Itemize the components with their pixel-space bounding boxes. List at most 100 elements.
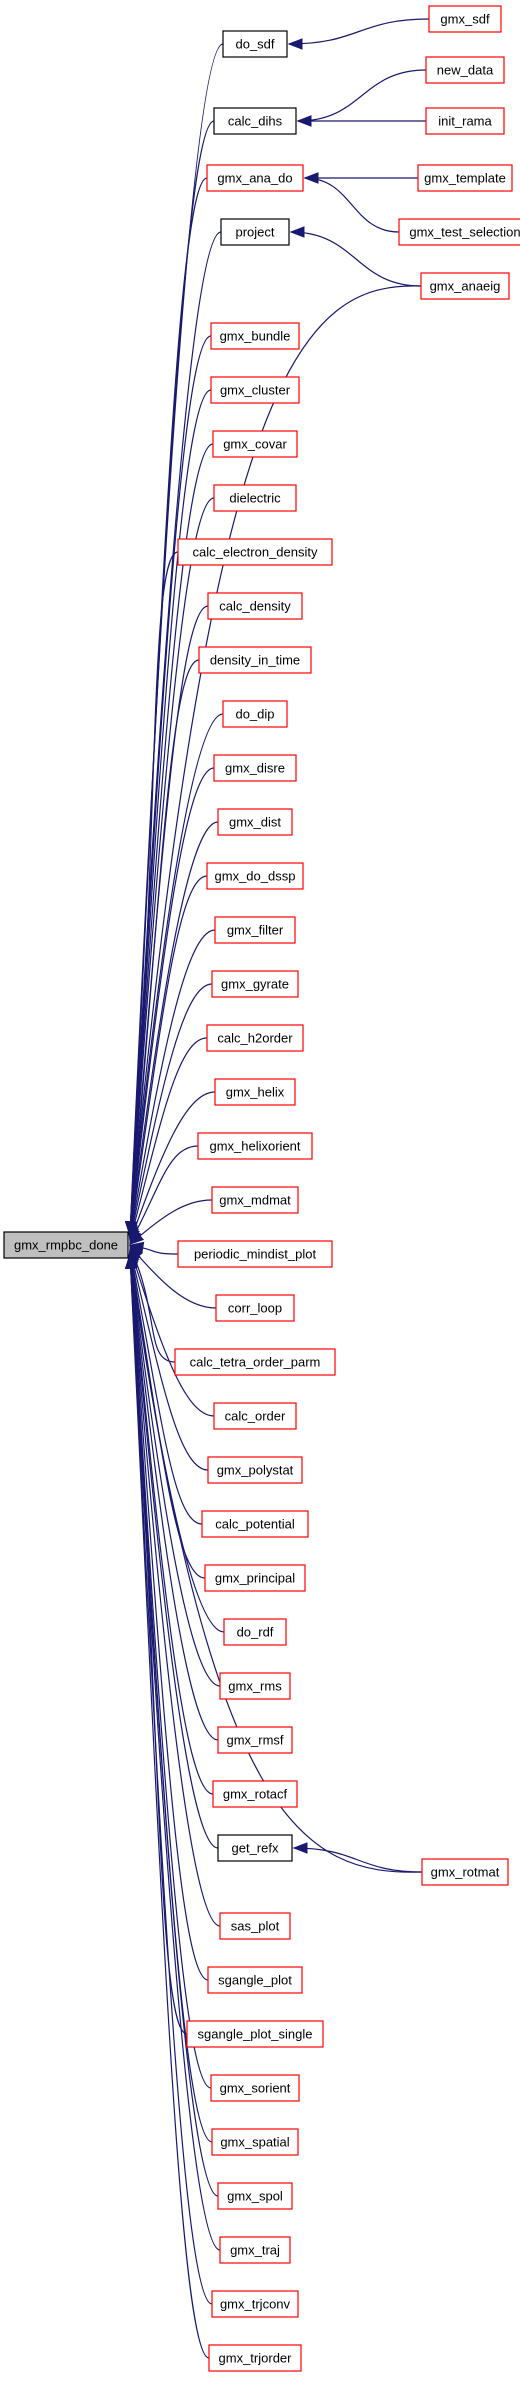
edge-line — [129, 1247, 176, 1363]
node-box — [213, 1402, 297, 1430]
node-calc_h2order[interactable]: calc_h2order — [206, 1024, 304, 1052]
edge-line — [129, 875, 208, 1238]
edge-arrowhead — [124, 1253, 137, 1269]
node-label: new_data — [437, 63, 494, 78]
edge-line — [129, 1037, 208, 1242]
edge-line — [129, 177, 208, 1236]
node-calc_tetra_order_parm[interactable]: calc_tetra_order_parm — [174, 1348, 336, 1376]
edge-gmx_anaeig-to-project — [289, 226, 422, 287]
node-label: calc_order — [225, 1409, 286, 1424]
edge-line — [129, 1254, 221, 2251]
node-gmx_gyrate[interactable]: gmx_gyrate — [211, 970, 299, 998]
node-label: gmx_spol — [227, 2189, 283, 2204]
edge-line — [129, 929, 216, 1239]
node-label: gmx_traj — [230, 2243, 280, 2258]
node-do_dip[interactable]: do_dip — [222, 700, 288, 728]
node-box — [222, 700, 288, 728]
node-label: corr_loop — [228, 1301, 282, 1316]
node-label: gmx_rotmat — [431, 1865, 500, 1880]
edge-line — [129, 1254, 209, 1981]
node-box — [211, 970, 299, 998]
node-gmx_test_selection[interactable]: gmx_test_selection — [398, 218, 520, 246]
node-gmx_trjconv[interactable]: gmx_trjconv — [211, 2290, 299, 2318]
edge-gmx_template-to-gmx_ana_do — [303, 172, 418, 184]
node-label: gmx_sorient — [220, 2081, 291, 2096]
node-label: gmx_sdf — [440, 12, 490, 27]
node-gmx_trjorder[interactable]: gmx_trjorder — [208, 2344, 302, 2372]
node-calc_density[interactable]: calc_density — [207, 592, 303, 620]
node-gmx_spatial[interactable]: gmx_spatial — [211, 2128, 299, 2156]
node-init_rama[interactable]: init_rama — [425, 107, 505, 135]
node-gmx_sorient[interactable]: gmx_sorient — [210, 2074, 300, 2102]
node-box — [177, 538, 333, 566]
node-do_sdf[interactable]: do_sdf — [222, 30, 288, 58]
node-gmx_traj[interactable]: gmx_traj — [219, 2236, 291, 2264]
node-box — [217, 808, 293, 836]
node-gmx_template[interactable]: gmx_template — [417, 164, 513, 192]
node-gmx_rotmat[interactable]: gmx_rotmat — [421, 1858, 509, 1886]
edge-line — [129, 551, 179, 1236]
node-gmx_ana_do[interactable]: gmx_ana_do — [206, 164, 304, 192]
node-gmx_filter[interactable]: gmx_filter — [214, 916, 296, 944]
node-gmx_sdf[interactable]: gmx_sdf — [428, 5, 502, 33]
node-label: gmx_ana_do — [217, 171, 292, 186]
node-box — [398, 218, 520, 246]
node-corr_loop[interactable]: corr_loop — [215, 1294, 295, 1322]
node-sas_plot[interactable]: sas_plot — [219, 1912, 291, 1940]
node-box — [212, 430, 298, 458]
node-gmx_helixorient[interactable]: gmx_helixorient — [197, 1132, 313, 1160]
edge-gmx_trjorder-to-gmx_rmpbc_done — [124, 1253, 210, 2359]
node-calc_order[interactable]: calc_order — [213, 1402, 297, 1430]
node-box — [206, 164, 304, 192]
node-gmx_disre[interactable]: gmx_disre — [213, 754, 297, 782]
node-box — [219, 1672, 291, 1700]
node-gmx_polystat[interactable]: gmx_polystat — [207, 1456, 303, 1484]
node-sgangle_plot[interactable]: sgangle_plot — [207, 1966, 303, 1994]
node-get_refx[interactable]: get_refx — [217, 1834, 293, 1862]
node-label: gmx_mdmat — [219, 1193, 291, 1208]
node-box — [217, 1834, 293, 1862]
node-gmx_rms[interactable]: gmx_rms — [219, 1672, 291, 1700]
edge-line — [129, 1254, 210, 2359]
node-gmx_rotacf[interactable]: gmx_rotacf — [212, 1780, 298, 1808]
node-gmx_spol[interactable]: gmx_spol — [217, 2182, 293, 2210]
node-label: do_sdf — [235, 37, 274, 52]
node-periodic_mindist_plot[interactable]: periodic_mindist_plot — [177, 1240, 333, 1268]
edge-arrowhead — [296, 115, 312, 127]
edge-line — [290, 231, 422, 287]
node-label: calc_h2order — [217, 1031, 293, 1046]
node-calc_electron_density[interactable]: calc_electron_density — [177, 538, 333, 566]
node-density_in_time[interactable]: density_in_time — [198, 646, 312, 674]
node-gmx_covar[interactable]: gmx_covar — [212, 430, 298, 458]
node-label: gmx_rmsf — [226, 1733, 283, 1748]
node-box — [206, 862, 304, 890]
node-do_rdf[interactable]: do_rdf — [223, 1618, 287, 1646]
node-box — [177, 1240, 333, 1268]
node-gmx_cluster[interactable]: gmx_cluster — [210, 376, 300, 404]
node-gmx_rmsf[interactable]: gmx_rmsf — [217, 1726, 293, 1754]
edge-arrowhead — [292, 1842, 308, 1854]
node-label: calc_tetra_order_parm — [190, 1355, 321, 1370]
node-label: gmx_polystat — [217, 1463, 294, 1478]
node-gmx_dist[interactable]: gmx_dist — [217, 808, 293, 836]
node-gmx_mdmat[interactable]: gmx_mdmat — [211, 1186, 299, 1214]
node-project[interactable]: project — [220, 218, 290, 246]
node-dielectric[interactable]: dielectric — [213, 484, 297, 512]
node-gmx_do_dssp[interactable]: gmx_do_dssp — [206, 862, 304, 890]
edge-line — [129, 1251, 206, 1579]
node-new_data[interactable]: new_data — [425, 56, 505, 84]
node-label: gmx_test_selection — [409, 225, 520, 240]
node-label: project — [235, 225, 274, 240]
edge-line — [129, 659, 200, 1236]
node-box — [206, 1024, 304, 1052]
node-box — [223, 1618, 287, 1646]
node-gmx_anaeig[interactable]: gmx_anaeig — [420, 272, 510, 300]
node-gmx_bundle[interactable]: gmx_bundle — [210, 322, 300, 350]
node-gmx_principal[interactable]: gmx_principal — [204, 1564, 306, 1592]
node-box — [201, 1510, 309, 1538]
node-calc_dihs[interactable]: calc_dihs — [213, 107, 297, 135]
node-gmx_helix[interactable]: gmx_helix — [214, 1078, 296, 1106]
node-sgangle_plot_single[interactable]: sgangle_plot_single — [186, 2020, 324, 2048]
node-box — [174, 1348, 336, 1376]
node-calc_potential[interactable]: calc_potential — [201, 1510, 309, 1538]
